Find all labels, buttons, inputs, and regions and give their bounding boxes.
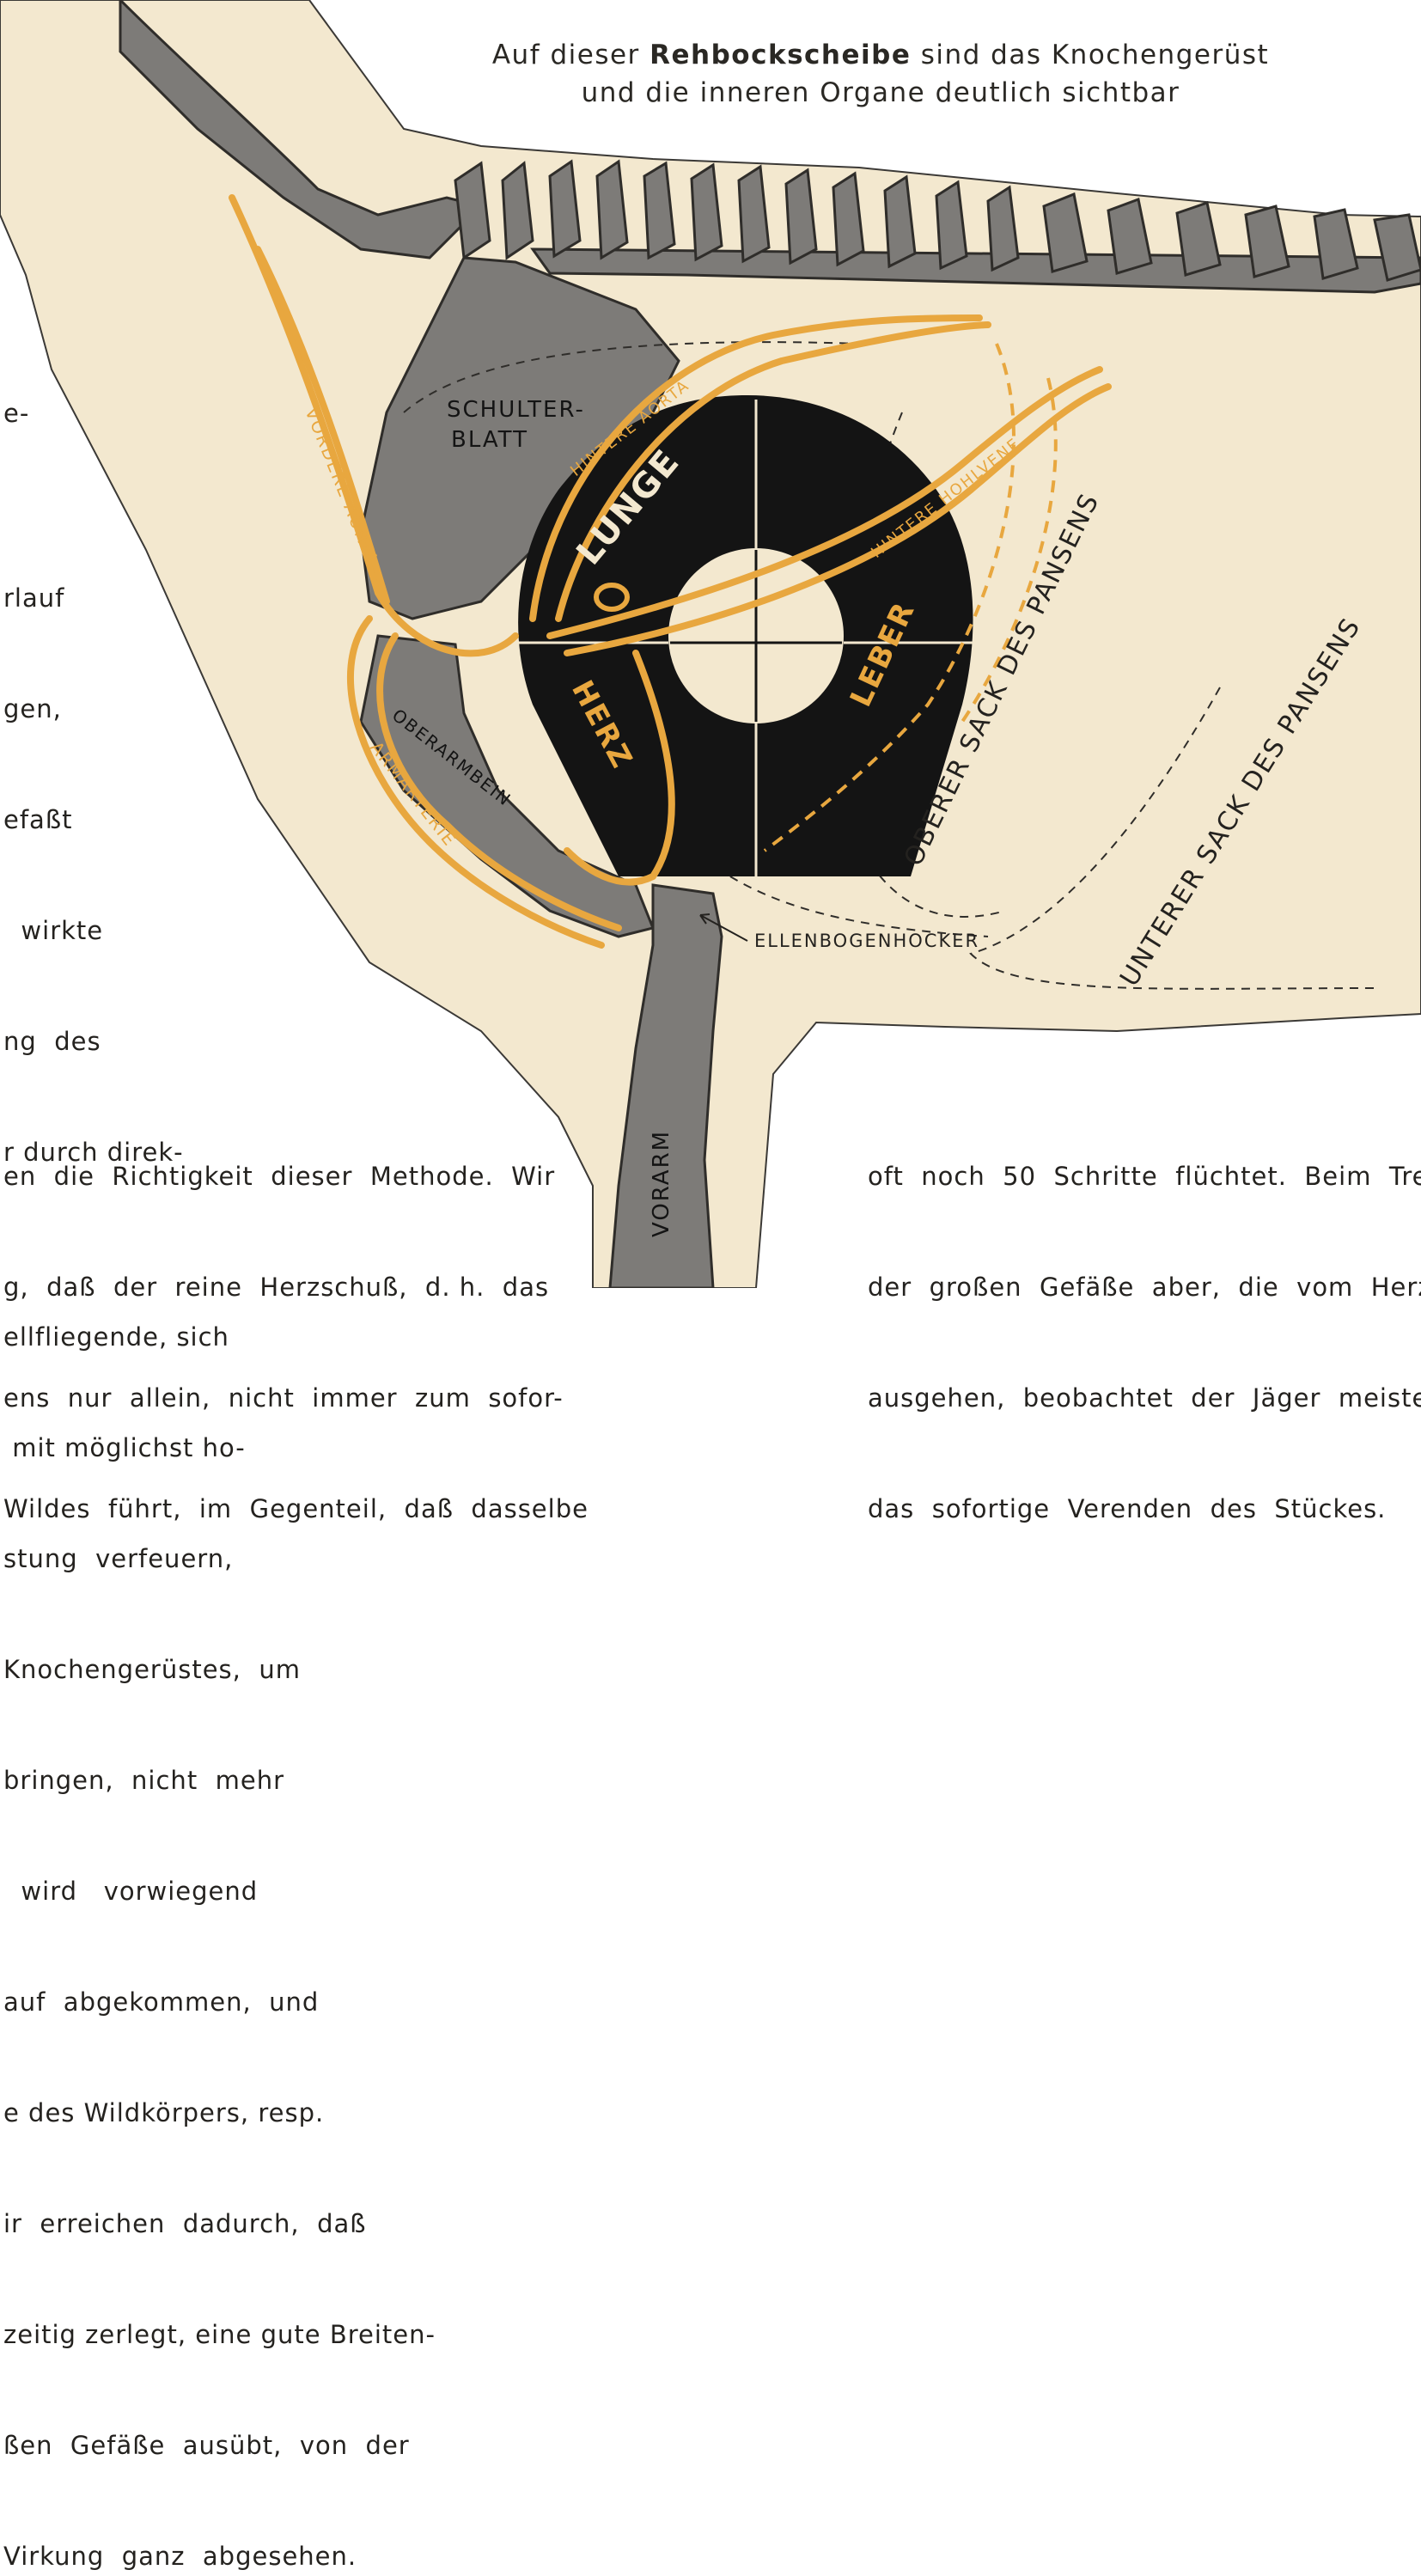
vorarm-label: VORARM: [649, 1130, 674, 1237]
text-line: e-: [3, 395, 436, 432]
text-line: Knochengerüstes, um: [3, 1651, 436, 1688]
ellenbogenhocker-label: ELLENBOGENHOCKER: [754, 931, 979, 951]
bottom-left-text: en die Richtigkeit dieser Methode. Wir g…: [3, 1084, 589, 1565]
text-line: rlauf: [3, 580, 436, 617]
schulterblatt-label-1: SCHULTER-: [447, 397, 585, 423]
caption-line2: und die inneren Organe deutlich sichtbar: [582, 77, 1180, 108]
text-line: zeitig zerlegt, eine gute Breiten-: [3, 2317, 436, 2353]
caption-pre: Auf dieser: [492, 40, 650, 70]
text-line: efaßt: [3, 802, 436, 839]
text-line: auf abgekommen, und: [3, 1984, 436, 2021]
text-line: ens nur allein, nicht immer zum sofor-: [3, 1380, 589, 1417]
text-line: Virkung ganz abgesehen.: [3, 2538, 436, 2575]
text-line: gen,: [3, 691, 436, 728]
caption-post: sind das Knochengerüst: [911, 40, 1269, 70]
text-line: ng des: [3, 1023, 436, 1060]
text-line: Wildes führt, im Gegenteil, daß dasselbe: [3, 1491, 589, 1528]
text-line: wirkte: [3, 913, 436, 949]
text-line: wird vorwiegend: [3, 1873, 436, 1910]
caption-bold: Rehbockscheibe: [650, 40, 911, 70]
text-line: ßen Gefäße ausübt, von der: [3, 2427, 436, 2464]
text-line: ir erreichen dadurch, daß: [3, 2206, 436, 2243]
text-line: en die Richtigkeit dieser Methode. Wir: [3, 1158, 589, 1195]
caption: Auf dieser Rehbockscheibe sind das Knoch…: [481, 36, 1280, 112]
schulterblatt-label-2: BLATT: [451, 427, 528, 453]
text-line: e des Wildkörpers, resp.: [3, 2095, 436, 2132]
text-line: oft noch 50 Schritte flüchtet. Beim Tref…: [868, 1158, 1421, 1195]
bottom-right-text: oft noch 50 Schritte flüchtet. Beim Tref…: [868, 1084, 1421, 1565]
text-line: ausgehen, beobachtet der Jäger meistens: [868, 1380, 1421, 1417]
text-line: bringen, nicht mehr: [3, 1762, 436, 1799]
text-line: das sofortige Verenden des Stückes.: [868, 1491, 1421, 1528]
